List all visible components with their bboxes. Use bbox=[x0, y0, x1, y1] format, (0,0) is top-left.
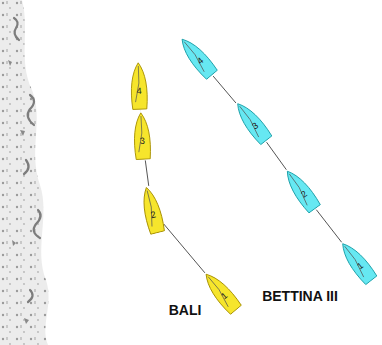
track-line bbox=[140, 110, 141, 111]
rock-marks bbox=[8, 60, 29, 324]
hull-shape bbox=[176, 34, 218, 80]
track-line bbox=[267, 142, 287, 170]
boat-hull: 1 bbox=[334, 237, 379, 287]
position-number: 4 bbox=[129, 86, 149, 97]
shore-texture bbox=[0, 0, 49, 345]
sail-line bbox=[134, 66, 139, 102]
shore-area bbox=[0, 0, 49, 345]
hull-shape bbox=[232, 99, 273, 145]
track-line bbox=[164, 224, 205, 273]
boat-name: BETTINA III bbox=[262, 288, 338, 304]
boat-hull: 4 bbox=[174, 32, 220, 82]
track-line bbox=[213, 76, 236, 103]
rock-marks bbox=[14, 18, 41, 302]
boat-hull: 3 bbox=[131, 112, 153, 161]
sail-line bbox=[143, 191, 156, 227]
boat-name: BALI bbox=[169, 302, 202, 318]
hull-shape bbox=[337, 239, 378, 285]
sail-line bbox=[137, 116, 143, 152]
position-number: 3 bbox=[132, 135, 152, 146]
boat-hull: 2 bbox=[136, 184, 167, 235]
boat-hull: 1 bbox=[198, 267, 244, 317]
boat-hull: 3 bbox=[229, 97, 274, 147]
boat-hull: 4 bbox=[128, 62, 150, 111]
hull-shape bbox=[281, 167, 321, 214]
hull-shape bbox=[200, 269, 242, 315]
boat-hull: 2 bbox=[279, 165, 323, 216]
hull-shape bbox=[139, 186, 165, 235]
track-line bbox=[316, 210, 341, 243]
track-line bbox=[145, 160, 148, 185]
